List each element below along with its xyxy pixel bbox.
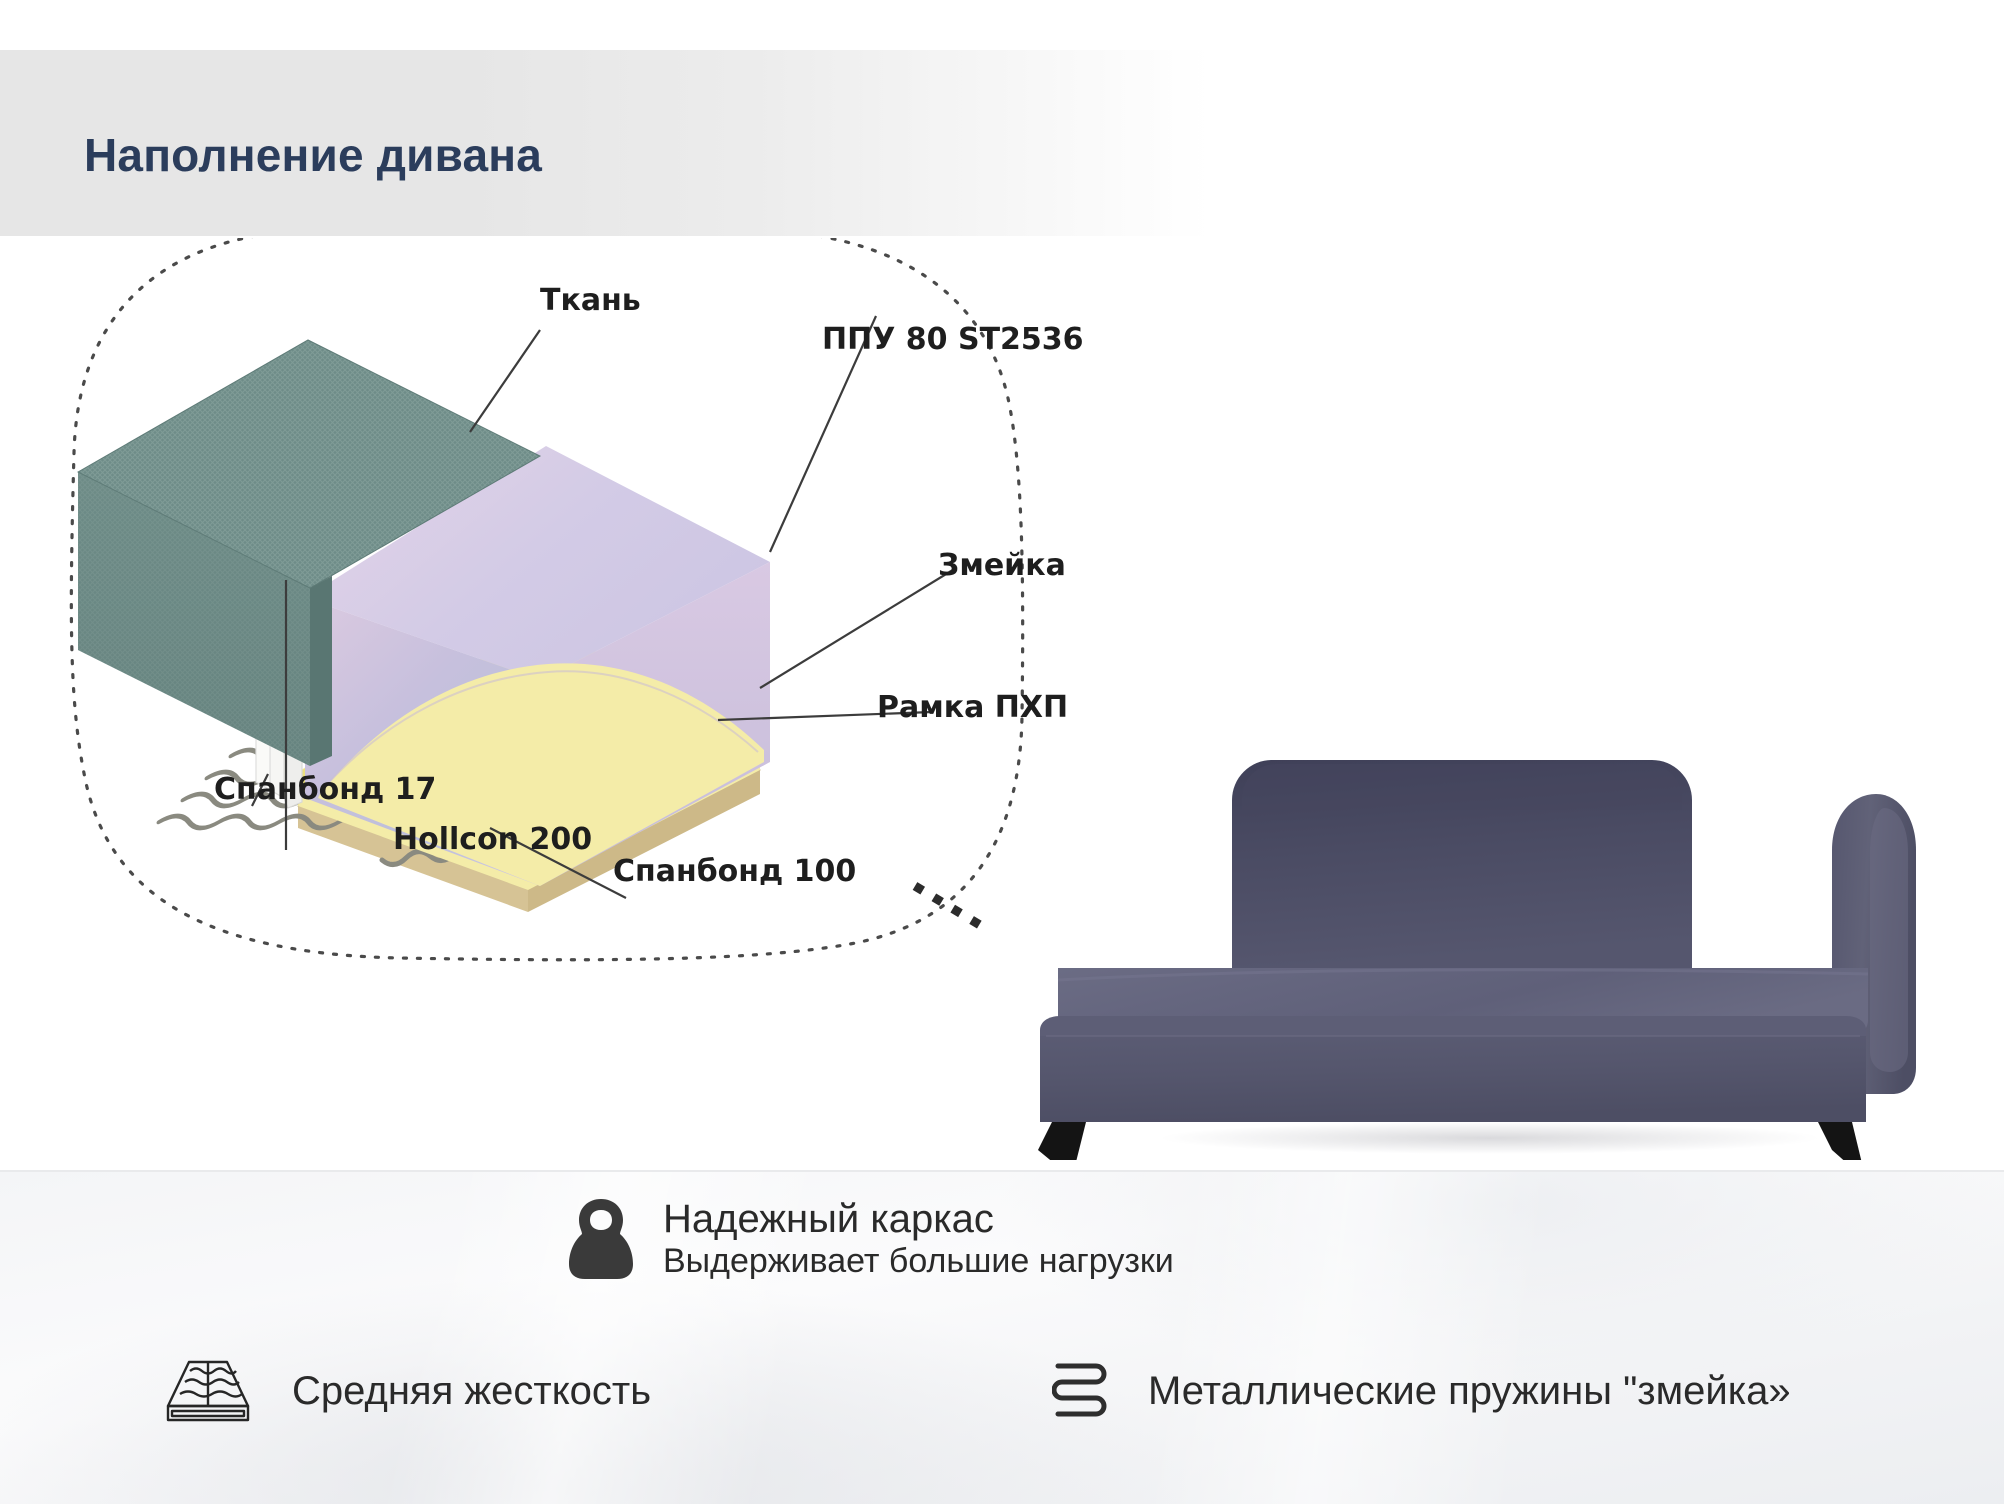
feature-title: Надежный каркас	[663, 1197, 994, 1242]
leader-serpentine	[759, 567, 957, 689]
sofa-base	[1040, 1030, 1866, 1122]
label-serpentine: Змейка	[938, 548, 1066, 583]
sofa-leg-left	[1038, 1122, 1086, 1160]
feature-subtitle: Выдерживает большие нагрузки	[663, 1241, 1174, 1280]
feature-metal-springs: Металлические пружины "змейка»	[1052, 1356, 1791, 1428]
leader-spunbond17	[251, 773, 269, 807]
page-title: Наполнение дивана	[84, 129, 543, 181]
leader-lines	[251, 315, 957, 899]
leader-spunbond100	[489, 827, 627, 899]
leader-foam	[768, 315, 878, 553]
leader-fabric	[469, 329, 541, 433]
fabric-layer	[76, 339, 542, 766]
feature-medium-stiffness: Средняя жесткость	[160, 1356, 651, 1428]
feature-title: Металлические пружины "змейка»	[1148, 1369, 1791, 1414]
feature-title: Средняя жесткость	[292, 1369, 652, 1414]
kettlebell-icon	[565, 1196, 637, 1282]
cutaway-illustration	[70, 250, 1130, 930]
label-hollcon-200: Hollcon 200	[393, 822, 593, 857]
serpentine-spring-icon	[1052, 1356, 1108, 1428]
sofa-product-image	[1000, 730, 2000, 1160]
label-spunbond-17: Спанбонд 17	[214, 772, 437, 807]
label-fabric: Ткань	[540, 283, 641, 318]
label-foam: ППУ 80 ST2536	[822, 322, 1084, 357]
label-spunbond-100: Спанбонд 100	[613, 854, 857, 889]
header-band	[0, 50, 1210, 236]
label-frame: Рамка ПХП	[877, 690, 1069, 725]
features-band	[0, 1170, 2004, 1504]
leader-frame	[717, 710, 933, 722]
floor-shadow	[1160, 1122, 1820, 1154]
sofa-leg-right	[1818, 1122, 1862, 1160]
mattress-icon	[160, 1356, 256, 1428]
sofa-backrest	[1232, 760, 1692, 968]
feature-reliable-frame: Надежный каркас Выдерживает большие нагр…	[565, 1196, 1174, 1282]
ppu-foam-layer	[305, 446, 770, 886]
